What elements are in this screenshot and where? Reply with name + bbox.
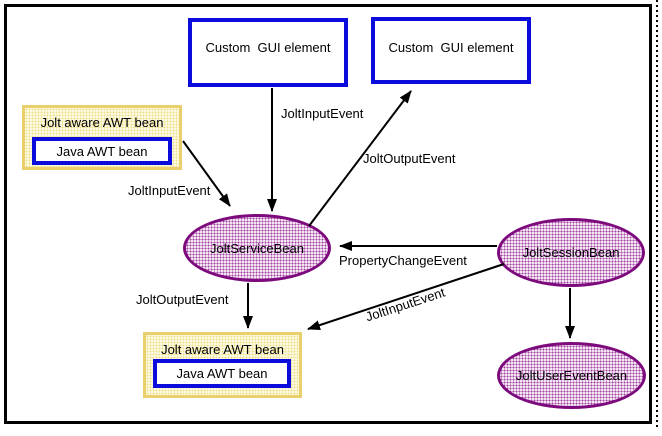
- node-jolt-session-bean: JoltSessionBean: [497, 218, 645, 287]
- node-label: JoltUserEventBean: [515, 368, 628, 383]
- node-jolt-user-event-bean: JoltUserEventBean: [497, 342, 646, 409]
- node-custom-gui-element-right: Custom GUI element: [371, 17, 531, 84]
- node-jolt-aware-awt-bean-left: Jolt aware AWT bean Java AWT bean: [22, 105, 182, 170]
- edge-label-jolt-output-event-bottom: JoltOutputEvent: [136, 292, 229, 307]
- node-label: Custom GUI element: [205, 40, 331, 55]
- node-label: Jolt aware AWT bean: [161, 342, 284, 357]
- node-label: Java AWT bean: [56, 143, 148, 159]
- edge-label-property-change-event: PropertyChangeEvent: [339, 253, 467, 268]
- edge-label-jolt-input-event-left: JoltInputEvent: [128, 183, 211, 198]
- page-edge-dotted-line: [656, 0, 658, 430]
- node-label: JoltServiceBean: [210, 240, 304, 256]
- node-jolt-aware-awt-bean-bottom: Jolt aware AWT bean Java AWT bean: [143, 332, 302, 398]
- node-jolt-service-bean: JoltServiceBean: [183, 214, 331, 282]
- node-java-awt-bean-bottom: Java AWT bean: [153, 359, 291, 388]
- node-label: JoltSessionBean: [522, 245, 620, 260]
- edge-label-jolt-output-event-right: JoltOutputEvent: [363, 151, 456, 166]
- node-label: Java AWT bean: [176, 366, 268, 381]
- node-label: Jolt aware AWT bean: [40, 115, 164, 130]
- node-custom-gui-element-left: Custom GUI element: [188, 18, 348, 87]
- edge-label-jolt-input-event-top: JoltInputEvent: [281, 106, 364, 121]
- node-label: Custom GUI element: [388, 40, 514, 55]
- node-java-awt-bean-left: Java AWT bean: [32, 137, 172, 165]
